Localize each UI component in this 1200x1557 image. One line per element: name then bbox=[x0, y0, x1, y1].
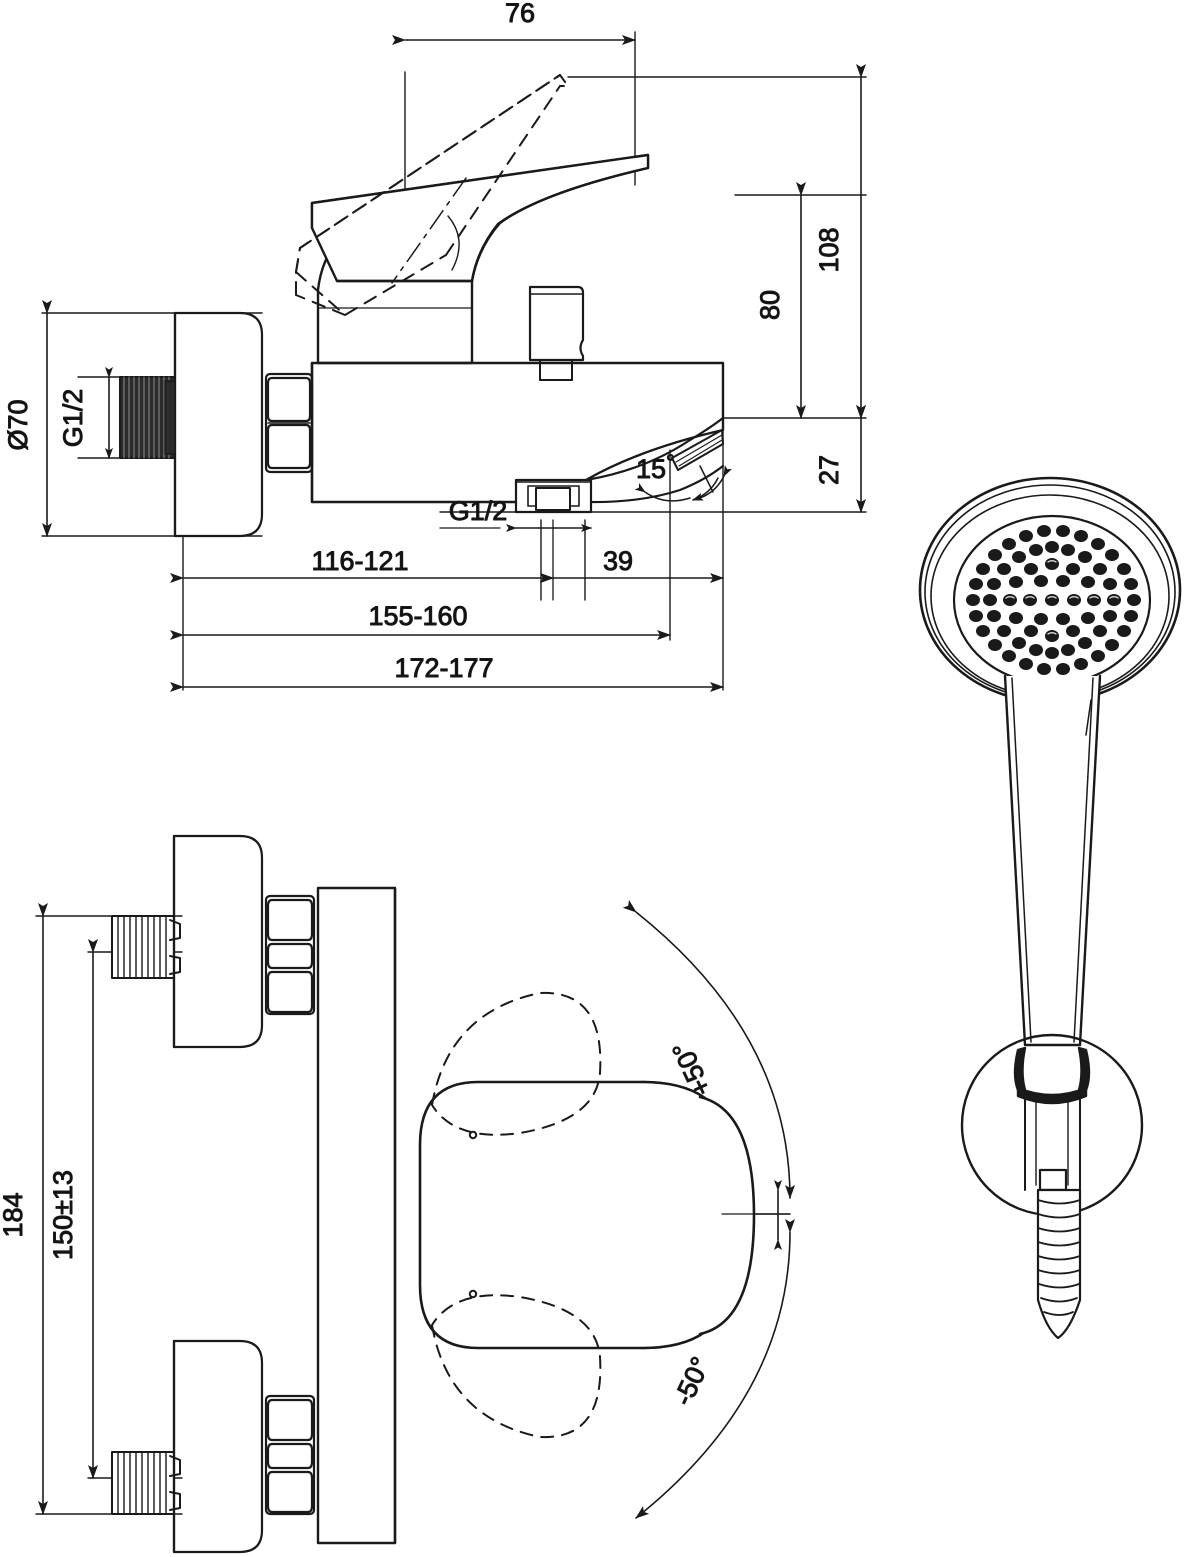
outlet-connector bbox=[514, 478, 593, 514]
dim-15deg-degree-symbol: ° bbox=[666, 450, 675, 475]
handshower-view bbox=[918, 476, 1182, 1340]
swing-arc-plus bbox=[622, 899, 795, 1199]
dim-184-label: 184 bbox=[0, 1192, 28, 1237]
inlet-thread-nipple bbox=[119, 376, 176, 459]
lever-pivot-arc bbox=[447, 215, 460, 271]
dim-108-label: 108 bbox=[814, 227, 844, 272]
top-escutcheon bbox=[172, 834, 264, 1049]
dim-150-13-label: 150±13 bbox=[48, 1170, 78, 1260]
top-hex-nut bbox=[264, 894, 316, 1016]
dim-g12-outlet bbox=[439, 519, 592, 601]
dim-116-121-label: 116-121 bbox=[311, 546, 408, 576]
dim-15deg-arrow2 bbox=[699, 465, 733, 499]
lever-pin-bottom bbox=[468, 1289, 478, 1299]
dim-155-160-label: 155-160 bbox=[368, 601, 467, 631]
spout-profile bbox=[584, 416, 725, 504]
lever-plan-ghost bbox=[431, 991, 602, 1439]
shower-nozzles bbox=[966, 525, 1141, 675]
wall-escutcheon bbox=[173, 311, 264, 538]
diverter-knob bbox=[528, 285, 585, 381]
dim-76-label: 76 bbox=[505, 0, 535, 28]
dim-g12-top-label: G1/2 bbox=[58, 389, 88, 448]
dim-15deg-value: 15 bbox=[636, 454, 666, 484]
dim-15deg bbox=[634, 465, 719, 502]
bottom-escutcheon bbox=[172, 1339, 264, 1554]
lever-handle bbox=[310, 153, 650, 283]
bottom-hex-nut bbox=[264, 1394, 316, 1516]
shower-nozzle-highlights bbox=[1005, 560, 1119, 635]
dim-27-label: 27 bbox=[814, 455, 844, 485]
top-view: 184 150±13 bbox=[0, 834, 796, 1554]
holder-screw-collar bbox=[1038, 1168, 1068, 1192]
lever-handle-ghost bbox=[295, 74, 569, 316]
dim-39-label: 39 bbox=[603, 546, 633, 576]
mixer-body-plan bbox=[316, 886, 397, 1545]
lever-pivot-centerline bbox=[391, 177, 467, 284]
spout-aerator-lip bbox=[671, 429, 724, 471]
dim-chain-side bbox=[170, 573, 724, 692]
dim-g12-outlet-label: G1/2 bbox=[449, 496, 508, 526]
shower-handle bbox=[1003, 674, 1102, 1047]
dim-80-label: 80 bbox=[755, 290, 785, 320]
side-view: 76 108 80 27 Ø70 G1/2 bbox=[3, 0, 867, 692]
top-inlet-assembly bbox=[111, 834, 316, 1049]
union-hex-nut bbox=[264, 372, 314, 474]
swing-arc-minus bbox=[635, 1218, 796, 1519]
dim-d70-label: Ø70 bbox=[3, 399, 33, 450]
holder-wall-screw bbox=[1036, 1188, 1082, 1340]
bottom-inlet-thread bbox=[111, 1451, 181, 1515]
lever-pin-top bbox=[468, 1130, 478, 1140]
lever-plan bbox=[418, 1080, 791, 1350]
dim-172-177-label: 172-177 bbox=[394, 653, 493, 683]
extension-lines-side bbox=[41, 31, 867, 691]
swing-minus-label: -50° bbox=[668, 1352, 716, 1410]
top-inlet-thread bbox=[111, 915, 181, 979]
bottom-inlet-assembly bbox=[111, 1339, 316, 1554]
